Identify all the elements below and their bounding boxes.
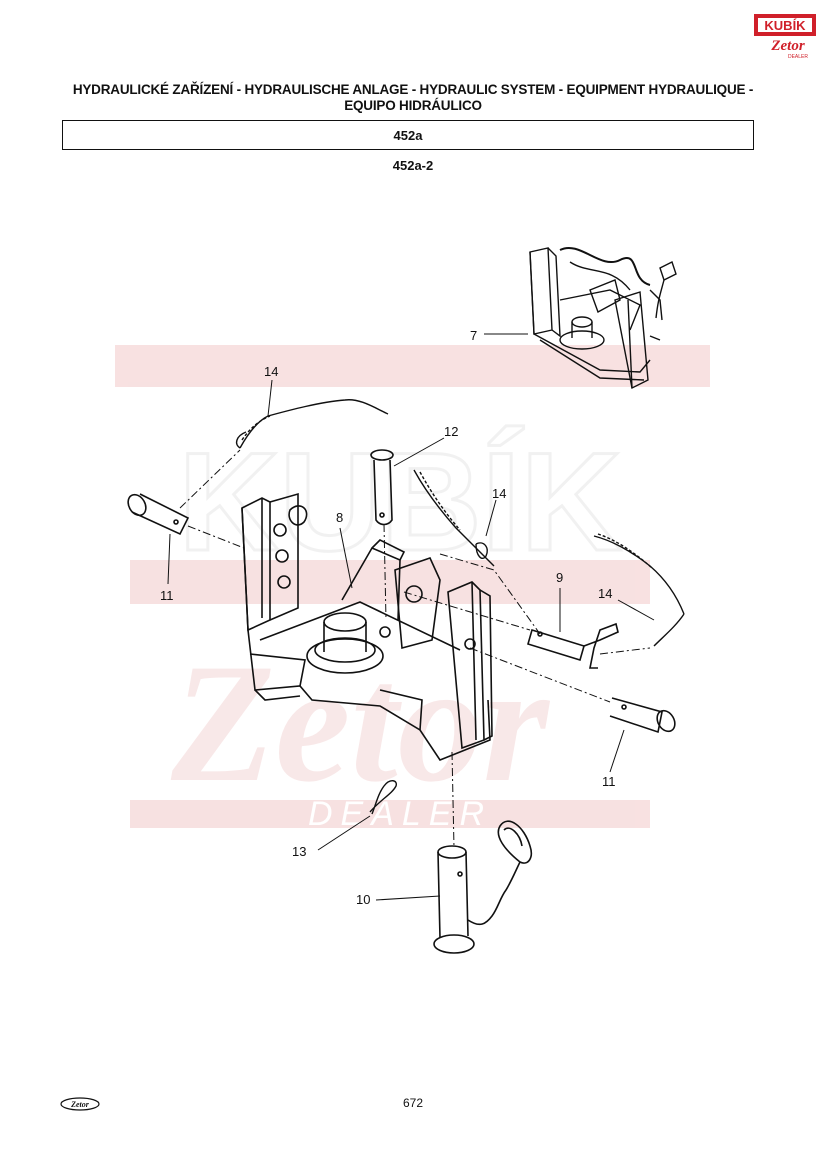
logo-kubik-text: KUBÍK [764, 18, 806, 33]
chain-14-upper-left [235, 399, 389, 449]
callout-12: 12 [444, 424, 458, 439]
callout-14-b: 14 [492, 486, 506, 501]
callout-7: 7 [470, 328, 477, 343]
logo-zetor-text: Zetor [770, 38, 804, 54]
watermark-kubik: KUBÍK [178, 423, 621, 580]
logo-dealer-text: DEALER [788, 54, 808, 60]
hitch-frame [241, 492, 493, 761]
assembly-lines [179, 449, 651, 849]
callout-11-b: 11 [602, 774, 616, 789]
watermark-zetor: Zetor [170, 629, 551, 817]
callout-8: 8 [336, 510, 343, 525]
chain-14-right [593, 533, 685, 647]
assembled-hitch-inset [529, 247, 677, 390]
subsection-number: 452a-2 [392, 158, 434, 173]
page-number: 672 [402, 1096, 424, 1110]
callout-14-c: 14 [598, 586, 612, 601]
pin-11-right [609, 697, 676, 734]
watermark: KUBÍK Zetor DEALER [115, 345, 710, 833]
spring-clip-13 [369, 780, 397, 815]
callout-9: 9 [556, 570, 563, 585]
callout-10: 10 [356, 892, 370, 907]
chain-14-middle [413, 469, 495, 567]
kubik-zetor-logo: KUBÍK Zetor DEALER [754, 14, 816, 60]
callout-leaders [167, 333, 655, 901]
callout-13: 13 [292, 844, 306, 859]
section-number: 452a [393, 127, 423, 143]
pin-9 [527, 622, 619, 669]
title-line-2: EQUIPO HIDRÁULICO [344, 98, 482, 113]
page-title: HYDRAULICKÉ ZAŘÍZENÍ - HYDRAULISCHE ANLA… [40, 82, 786, 114]
callout-11-a: 11 [160, 588, 174, 603]
callout-14-a: 14 [264, 364, 278, 379]
section-box: 452a [62, 120, 754, 150]
pin-10 [433, 820, 533, 954]
footer-logo-text: Zetor [70, 1100, 90, 1109]
watermark-dealer: DEALER [308, 795, 492, 833]
footer-zetor-logo: Zetor [60, 1097, 100, 1111]
title-line-1: HYDRAULICKÉ ZAŘÍZENÍ - HYDRAULISCHE ANLA… [72, 82, 754, 97]
pin-11-left [127, 493, 190, 536]
